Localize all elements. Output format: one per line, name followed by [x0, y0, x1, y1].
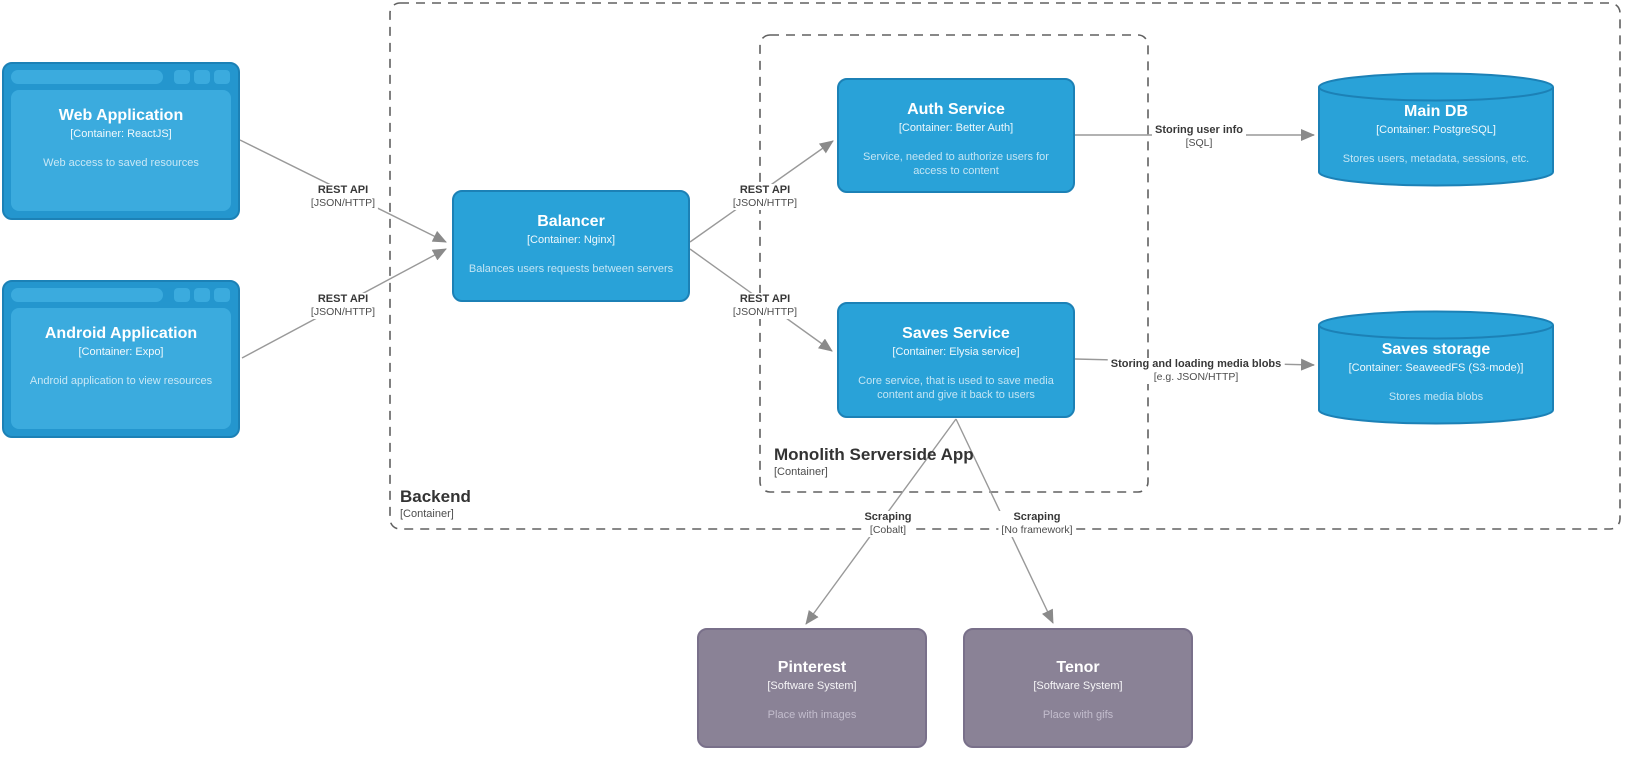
node-title: Saves Service [902, 325, 1010, 342]
node-subtitle: [Container: Better Auth] [898, 122, 1014, 134]
boundary-subtitle: [Container] [400, 508, 454, 520]
browser-button-icon [194, 70, 210, 84]
node-title: Pinterest [777, 659, 847, 676]
browser-titlebar [11, 288, 163, 302]
edge-label-web-to-balancer: REST API [JSON/HTTP] [307, 184, 379, 210]
node-description: Stores users, metadata, sessions, etc. [1342, 153, 1530, 165]
edge-label-title: Scraping [1013, 511, 1061, 523]
node-description: Balances users requests between servers [468, 263, 674, 275]
edge-label-technology: [JSON/HTTP] [310, 306, 376, 318]
edge-label-technology: [SQL] [1185, 137, 1213, 149]
edge-label-technology: [JSON/HTTP] [310, 197, 376, 209]
node-title: Main DB [1404, 103, 1468, 120]
edge-label-title: REST API [739, 293, 791, 305]
node-subtitle: [Container: SeaweedFS (S3-mode)] [1348, 362, 1524, 374]
browser-button-icon [214, 288, 230, 302]
edge-label-technology: [JSON/HTTP] [732, 197, 798, 209]
c4-container-diagram: Backend [Container] Monolith Serverside … [2, 2, 1621, 748]
edge-label-title: REST API [739, 184, 791, 196]
browser-button-icon [194, 288, 210, 302]
node-subtitle: [Container: Nginx] [526, 234, 616, 246]
node-subtitle: [Container: Expo] [78, 346, 164, 358]
edge-label-android-to-balancer: REST API [JSON/HTTP] [307, 293, 379, 319]
monolith-boundary [759, 34, 1149, 493]
edge-label-title: REST API [317, 293, 369, 305]
browser-button-icon [174, 70, 190, 84]
node-android-application: Android Application [Container: Expo] An… [2, 280, 240, 438]
database-cylinder-icon [1318, 310, 1554, 425]
edge-label-auth-to-maindb: Storing user info [SQL] [1152, 124, 1246, 150]
database-cylinder-icon [1318, 72, 1554, 187]
node-subtitle: [Container: Elysia service] [892, 346, 1020, 358]
browser-button-icon [214, 70, 230, 84]
node-subtitle: [Container: PostgreSQL] [1376, 124, 1496, 136]
node-subtitle: [Container: ReactJS] [70, 128, 172, 140]
boundary-title: Backend [400, 487, 471, 506]
node-title: Web Application [58, 107, 184, 124]
edge-label-balancer-to-auth: REST API [JSON/HTTP] [729, 184, 801, 210]
node-title: Auth Service [907, 101, 1005, 118]
browser-titlebar [11, 70, 163, 84]
node-subtitle: [Software System] [1033, 680, 1123, 692]
edge-label-technology: [e.g. JSON/HTTP] [1153, 371, 1239, 383]
node-main-db: Main DB [Container: PostgreSQL] Stores u… [1318, 72, 1554, 187]
edge-label-technology: [No framework] [1001, 524, 1073, 536]
monolith-boundary-label: Monolith Serverside App [Container] [774, 444, 974, 480]
edge-label-balancer-to-saves: REST API [JSON/HTTP] [729, 293, 801, 319]
edge-label-title: Storing user info [1155, 124, 1243, 136]
edge-label-technology: [Cobalt] [869, 524, 907, 536]
node-tenor: Tenor [Software System] Place with gifs [963, 628, 1193, 748]
node-auth-service: Auth Service [Container: Better Auth] Se… [837, 78, 1075, 193]
node-pinterest: Pinterest [Software System] Place with i… [697, 628, 927, 748]
edge-label-title: Storing and loading media blobs [1110, 358, 1282, 370]
node-subtitle: [Software System] [767, 680, 857, 692]
backend-boundary-label: Backend [Container] [400, 486, 471, 522]
browser-button-icon [174, 288, 190, 302]
node-saves-service: Saves Service [Container: Elysia service… [837, 302, 1075, 418]
node-web-application: Web Application [Container: ReactJS] Web… [2, 62, 240, 220]
edge-label-title: REST API [317, 184, 369, 196]
boundary-title: Monolith Serverside App [774, 445, 974, 464]
node-title: Balancer [537, 213, 605, 230]
boundary-subtitle: [Container] [774, 466, 828, 478]
node-description: Place with gifs [1042, 709, 1114, 721]
edge-label-saves-to-tenor: Scraping [No framework] [998, 511, 1076, 537]
node-description: Core service, that is used to save media… [858, 375, 1054, 401]
node-balancer: Balancer [Container: Nginx] Balances use… [452, 190, 690, 302]
node-description: Android application to view resources [29, 375, 213, 387]
node-title: Tenor [1056, 659, 1100, 676]
node-saves-storage: Saves storage [Container: SeaweedFS (S3-… [1318, 310, 1554, 425]
node-description: Web access to saved resources [43, 157, 199, 169]
edge-label-saves-to-storage: Storing and loading media blobs [e.g. JS… [1107, 358, 1285, 384]
node-description: Place with images [767, 709, 857, 721]
node-title: Android Application [44, 325, 198, 342]
node-title: Saves storage [1381, 341, 1491, 358]
edge-label-saves-to-pinterest: Scraping [Cobalt] [861, 511, 915, 537]
node-description: Stores media blobs [1388, 391, 1484, 403]
edge-label-technology: [JSON/HTTP] [732, 306, 798, 318]
edge-label-title: Scraping [864, 511, 912, 523]
node-description: Service, needed to authorize users for a… [863, 151, 1049, 177]
